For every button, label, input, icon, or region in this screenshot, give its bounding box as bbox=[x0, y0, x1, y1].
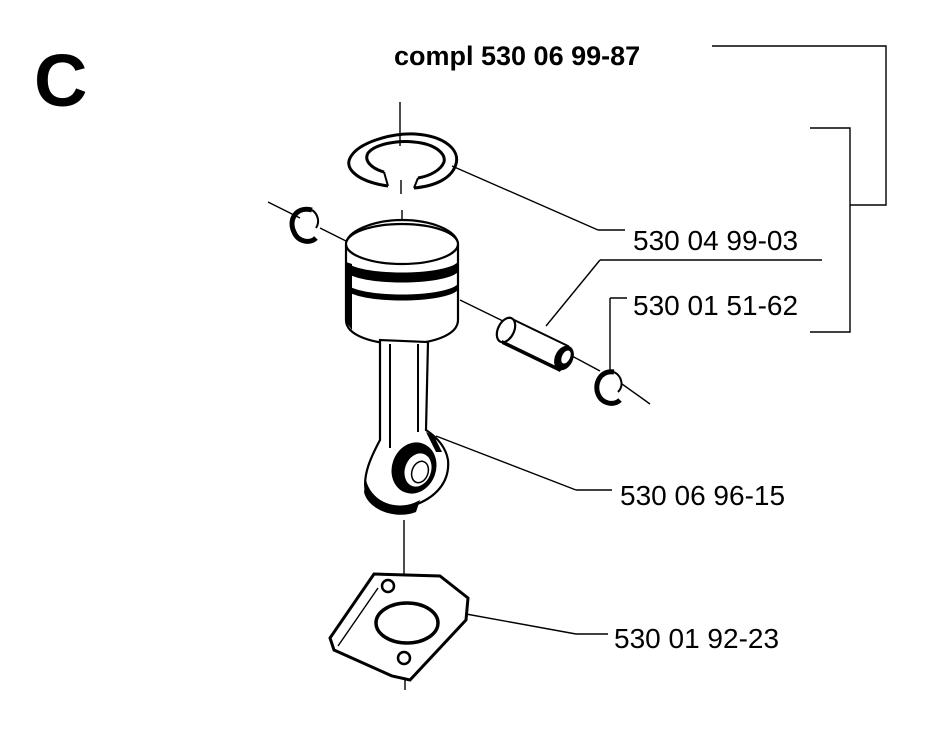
part-number-gasket[interactable]: 530 01 92-23 bbox=[614, 623, 779, 654]
left-circlip[interactable] bbox=[289, 206, 320, 244]
section-letter: C bbox=[34, 39, 87, 122]
kit-label[interactable]: compl 530 06 99-87 bbox=[394, 41, 640, 71]
part-number-circlip[interactable]: 530 01 51-62 bbox=[633, 290, 798, 321]
kit-bracket bbox=[712, 45, 887, 333]
right-circlip[interactable] bbox=[594, 369, 623, 406]
connecting-rod[interactable] bbox=[364, 338, 450, 515]
piston[interactable] bbox=[344, 218, 460, 346]
leader-lines bbox=[435, 165, 822, 635]
part-number-connecting-rod[interactable]: 530 06 96-15 bbox=[620, 480, 785, 511]
piston-pin[interactable] bbox=[493, 315, 578, 374]
piston-ring[interactable] bbox=[347, 132, 459, 190]
part-number-piston-ring[interactable]: 530 04 99-03 bbox=[633, 225, 798, 256]
pin-axis bbox=[267, 201, 651, 405]
gasket[interactable] bbox=[328, 572, 470, 682]
